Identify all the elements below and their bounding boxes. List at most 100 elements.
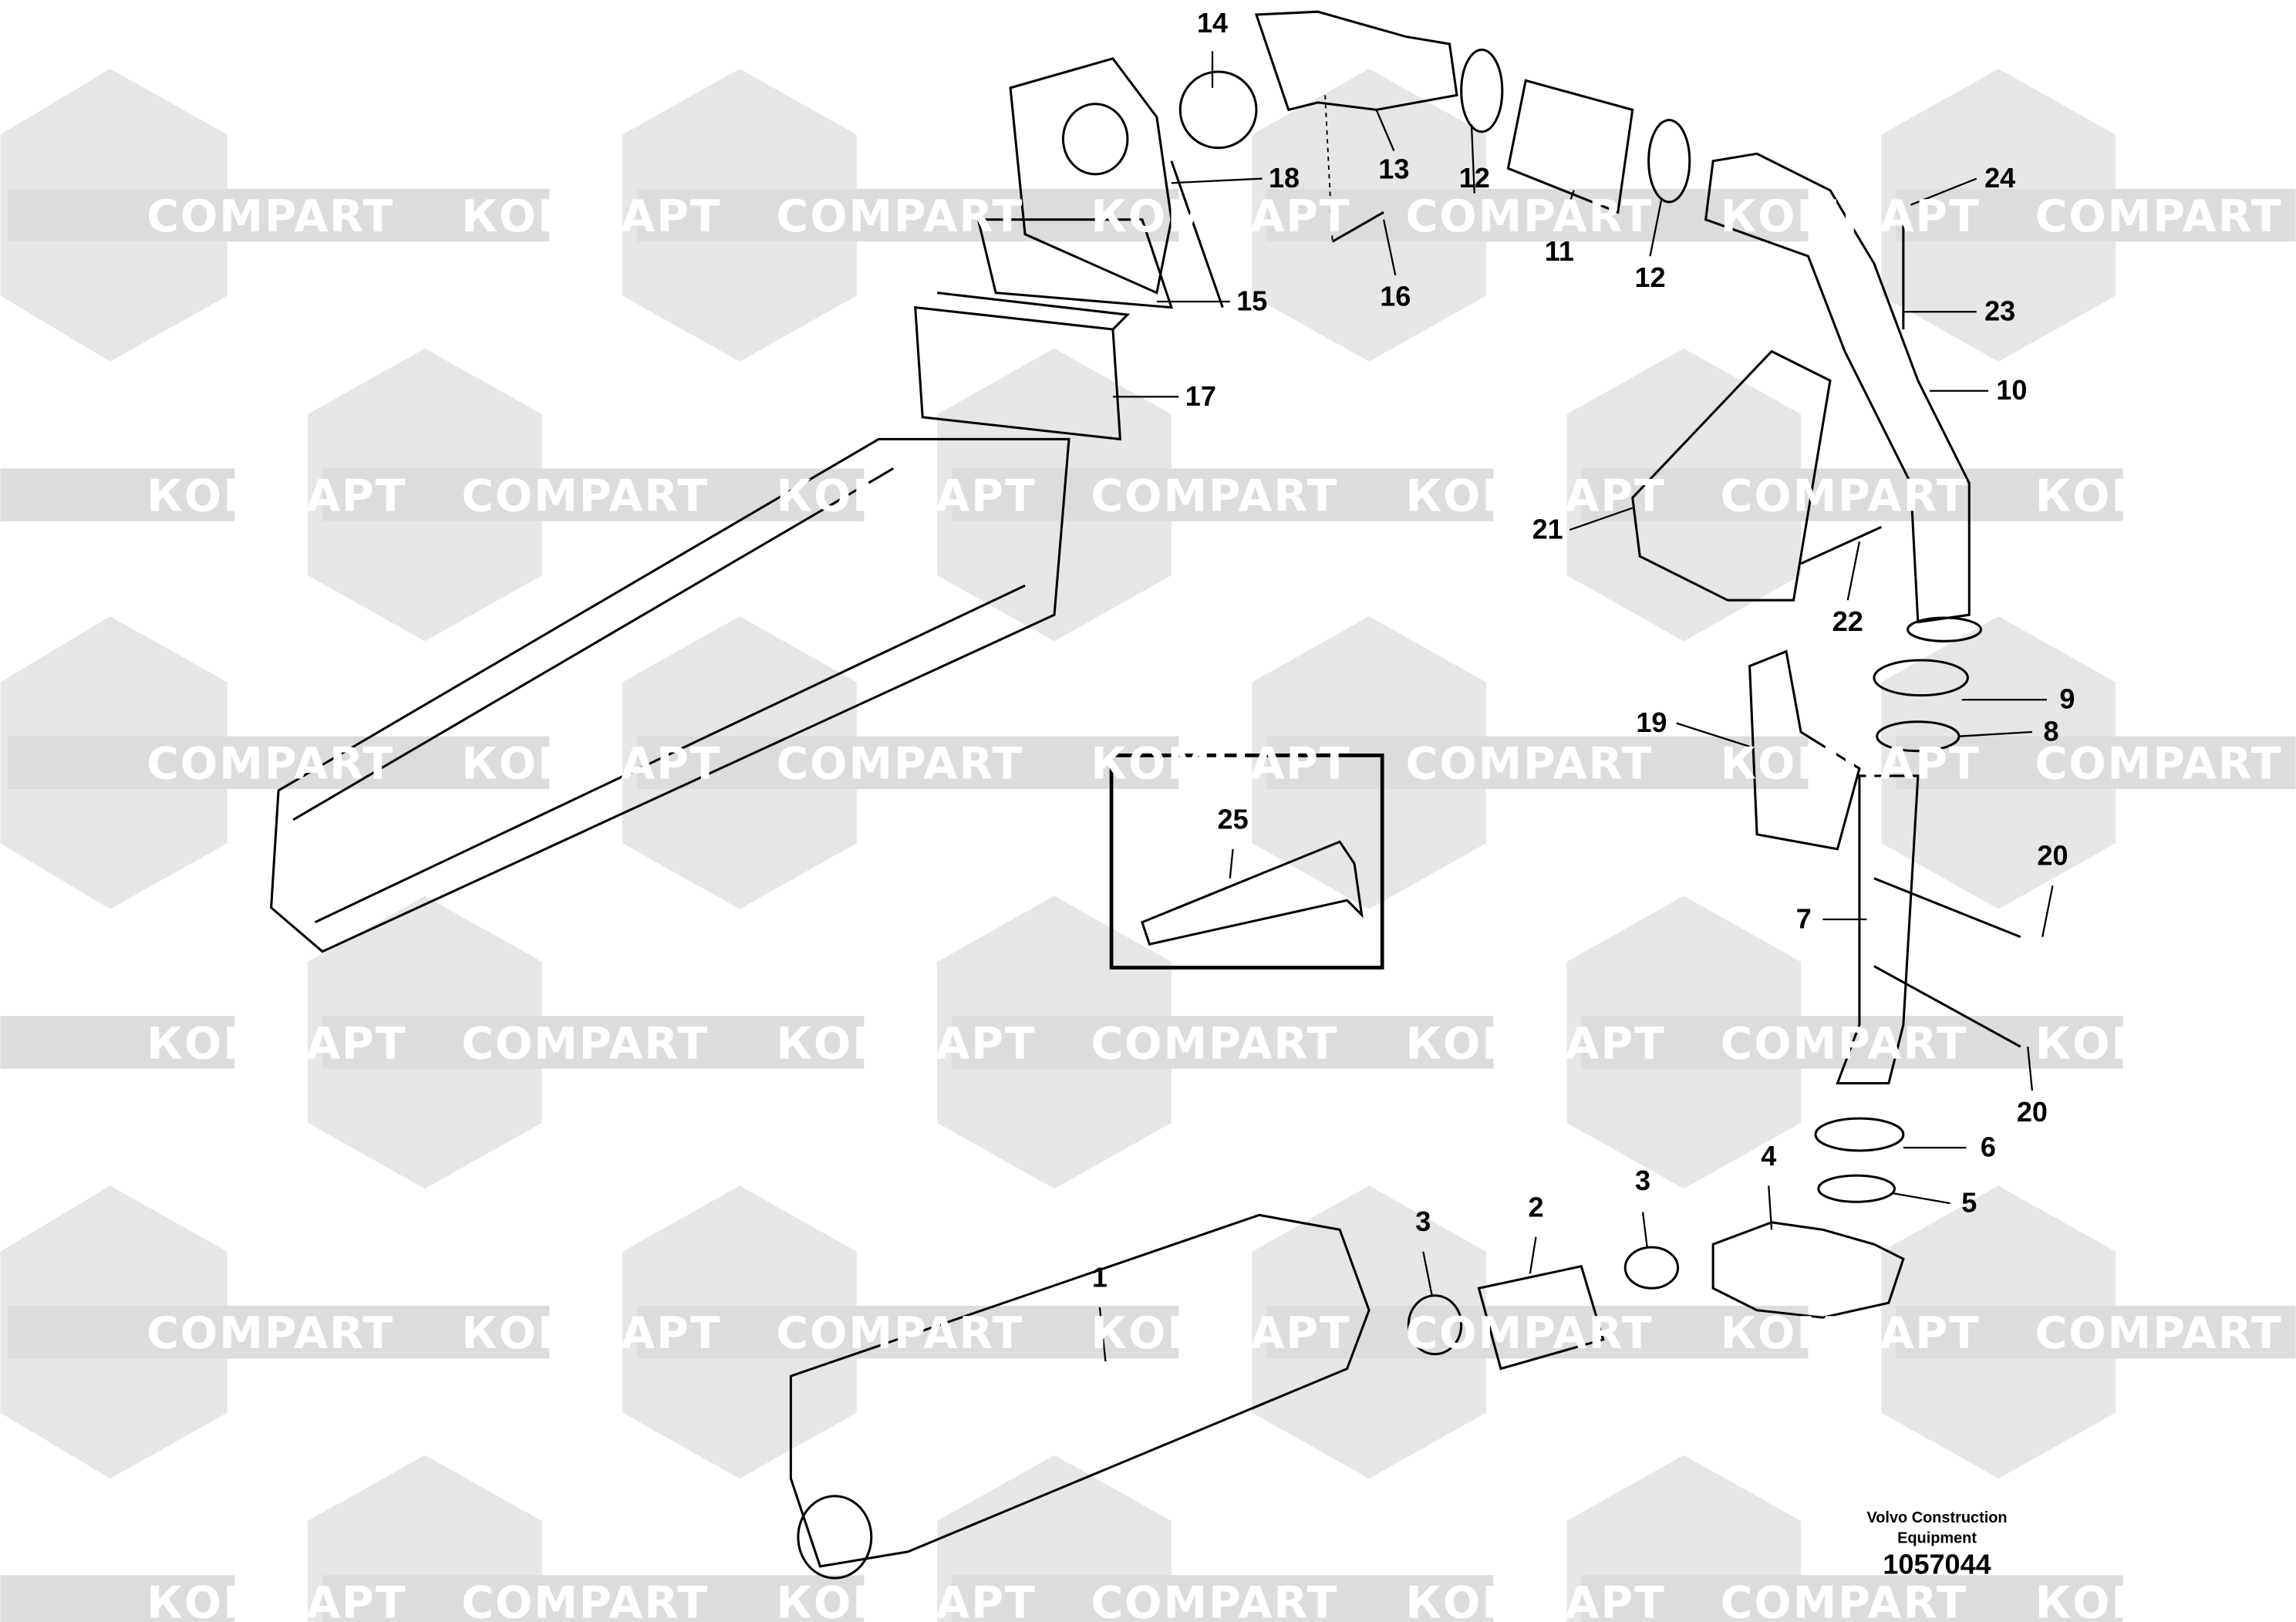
- leader-line: [1649, 197, 1663, 257]
- watermark-text: COMPART: [776, 1308, 1023, 1359]
- callout-8: 8: [2044, 715, 2059, 747]
- callout-11: 11: [1545, 235, 1574, 267]
- leader-line: [1375, 109, 1395, 151]
- leader-line: [1229, 848, 1234, 878]
- watermark-band: [637, 736, 1179, 790]
- part-seal-8: [1876, 720, 1961, 753]
- callout-18: 18: [1269, 162, 1300, 194]
- watermark-text: COMPART: [147, 1308, 394, 1359]
- watermark-text: КОМПАРТ: [2035, 470, 2295, 521]
- watermark-text: COMPART: [1721, 1577, 1968, 1622]
- watermark-band: [322, 468, 865, 521]
- watermark-band: [0, 1016, 235, 1069]
- watermark-text: COMPART: [147, 739, 394, 790]
- part-o-ring-14: [1178, 70, 1258, 150]
- callout-3: 3: [1415, 1206, 1431, 1237]
- watermark-text: COMPART: [776, 739, 1023, 790]
- leader-line: [1891, 1192, 1950, 1205]
- part-clamp-3b: [1623, 1246, 1680, 1290]
- leader-line: [1768, 1185, 1773, 1230]
- part-bolt-20b: [1873, 965, 2021, 1048]
- leader-line: [1846, 541, 1861, 601]
- watermark-text: КОМПАРТ: [147, 470, 406, 521]
- watermark-text: КОМПАРТ: [2035, 1577, 2295, 1622]
- watermark-text: КОМПАРТ: [1721, 191, 1981, 242]
- watermark-band: [637, 188, 1179, 242]
- callout-17: 17: [1185, 380, 1216, 412]
- footer-line1: Volvo Construction: [1866, 1509, 2007, 1526]
- watermark-text: КОМПАРТ: [776, 1577, 1036, 1622]
- callout-13: 13: [1378, 153, 1409, 185]
- watermark-text: COMPART: [1406, 1308, 1654, 1359]
- watermark-text: COMPART: [1721, 1018, 1968, 1069]
- leader-line: [1569, 507, 1633, 531]
- part-clamp-6: [1814, 1117, 1905, 1152]
- watermark-band: [952, 468, 1494, 521]
- watermark-band: [322, 1575, 865, 1622]
- callout-2: 2: [1528, 1191, 1543, 1222]
- callout-24: 24: [1984, 162, 2015, 194]
- watermark-band: [1266, 188, 1809, 242]
- watermark-band: [1896, 736, 2296, 790]
- part-seal-5: [1817, 1174, 1896, 1203]
- watermark-text: COMPART: [1721, 470, 1968, 521]
- part-bolt-22: [1800, 525, 1883, 565]
- watermark-band: [1896, 1306, 2296, 1359]
- footer: Volvo Construction Equipment 1057044: [1866, 1509, 2007, 1580]
- watermark-band: [7, 1306, 550, 1359]
- watermark-band: [1896, 188, 2296, 242]
- watermark-text: COMPART: [1406, 739, 1654, 790]
- watermark-band: [1581, 1575, 2123, 1622]
- part-bracket-21: [1631, 349, 1832, 602]
- leader-line: [1171, 177, 1263, 184]
- leader-line: [1529, 1236, 1537, 1274]
- leader-line: [2041, 885, 2054, 937]
- callout-1: 1: [1092, 1261, 1108, 1293]
- leader-line: [1676, 722, 1750, 748]
- part-bolt-18: [1170, 160, 1224, 309]
- watermark-text: КОМПАРТ: [1721, 1308, 1981, 1359]
- watermark-band: [7, 188, 550, 242]
- part-cooler-port: [797, 1495, 873, 1580]
- callout-16: 16: [1380, 281, 1411, 312]
- watermark-text: КОМПАРТ: [461, 191, 721, 242]
- part-pipe-10: [1704, 152, 1971, 624]
- leader-line: [2027, 1046, 2034, 1091]
- parts-drawing: [270, 10, 2021, 1580]
- part-hose-11: [1506, 79, 1634, 214]
- callout-12: 12: [1634, 261, 1665, 293]
- watermark-band: [0, 1575, 235, 1622]
- part-bolt-20a: [1873, 877, 2021, 939]
- watermark-text: COMPART: [1091, 1018, 1338, 1069]
- callout-9: 9: [2059, 683, 2075, 715]
- leader-line: [1098, 1307, 1107, 1362]
- watermark-band: [1581, 468, 2123, 521]
- part-flange-bore: [1061, 103, 1129, 176]
- watermark-text: КОМПАРТ: [461, 739, 721, 790]
- watermark-text: COMPART: [461, 1577, 709, 1622]
- part-elbow-4: [1711, 1221, 1905, 1319]
- callout-12: 12: [1459, 162, 1490, 194]
- watermark-text: COMPART: [1091, 470, 1338, 521]
- part-clamp-12b: [1647, 119, 1691, 204]
- watermark-text: COMPART: [1406, 191, 1654, 242]
- leader-line: [1470, 124, 1475, 194]
- leader-line: [1641, 1212, 1648, 1248]
- callout-20: 20: [2037, 840, 2068, 872]
- callout-19: 19: [1636, 706, 1667, 738]
- watermark-band: [322, 1016, 865, 1069]
- part-block-17: [914, 305, 1122, 441]
- part-flange-housing: [1009, 57, 1173, 295]
- callout-15: 15: [1236, 285, 1267, 316]
- part-gasket-15: [976, 218, 1174, 309]
- part-manifold-detail: [292, 467, 1026, 924]
- part-exhaust-manifold: [270, 437, 1070, 953]
- dashed-line: [1324, 95, 1333, 242]
- watermark-text: КОМПАРТ: [147, 1577, 406, 1622]
- part-clamp-9: [1873, 659, 1969, 697]
- watermark-text: КОМПАРТ: [461, 1308, 721, 1359]
- leader-line: [1422, 1251, 1433, 1296]
- callout-23: 23: [1984, 295, 2015, 327]
